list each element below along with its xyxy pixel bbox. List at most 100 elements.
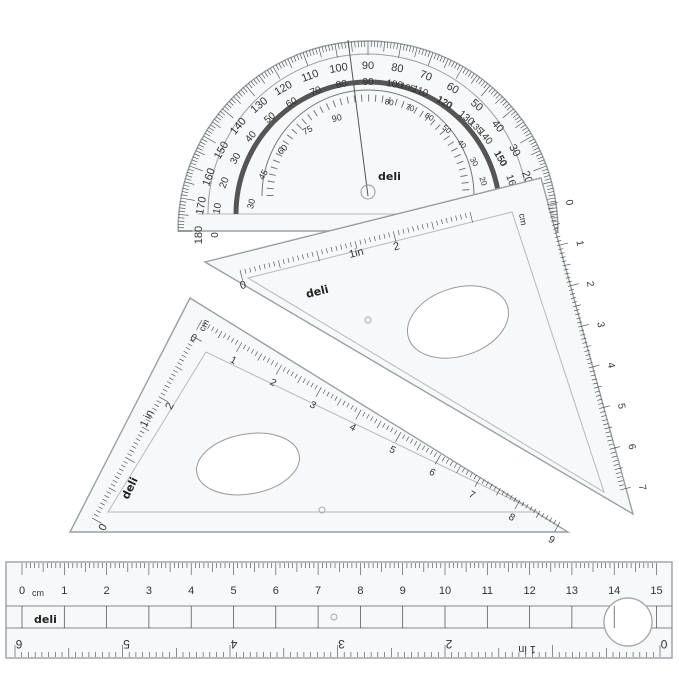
triangle-45-cm-tick [505, 492, 509, 498]
protractor-tick [493, 91, 498, 97]
triangle-45-ticks [91, 319, 561, 532]
triangle-30-60-cm-tick [577, 321, 583, 324]
protractor-tick [312, 49, 315, 56]
triangle-45-cm-tick [215, 328, 219, 334]
triangle-45-inch-tick [168, 377, 174, 381]
triangle-30-60-inch-tick [311, 251, 314, 257]
protractor-tick [212, 121, 221, 129]
triangle-45-inch-tick [179, 358, 185, 362]
triangle-45-cm-tick [282, 366, 286, 372]
protractor-tick [488, 87, 493, 93]
protractor-tick [427, 52, 434, 66]
triangle-30-60-cm-tick [591, 378, 597, 381]
triangle-45-cm-label: 4 [347, 422, 357, 435]
protractor-tick [267, 69, 271, 76]
triangle-45-cm-tick [426, 447, 429, 453]
protractor-tick [547, 191, 554, 193]
triangle-45-inch-tick [91, 517, 102, 524]
protractor-tick [380, 41, 382, 48]
protractor-tick [439, 55, 443, 62]
protractor-arc-label: 80 [384, 97, 395, 108]
ruler-brand: deli [34, 613, 57, 626]
protractor-outer-label-reverse: 60 [284, 95, 300, 110]
protractor-outer-label-reverse: 90 [362, 77, 374, 88]
triangle-45-cm-tick [355, 409, 362, 420]
triangle-30-60-cm-tick [554, 232, 560, 234]
triangle-45-cm-tick [370, 416, 374, 422]
protractor-tick [406, 45, 408, 52]
triangle-45-cm-tick [310, 382, 314, 388]
triangle-30-60-cm-tick [588, 364, 600, 369]
triangle-45-cm-tick [386, 425, 390, 430]
protractor-tick [533, 165, 547, 172]
triangle-30-60-cm-tick [602, 419, 608, 422]
triangle-45-inch-tick [175, 366, 183, 371]
triangle-45-cm-tick [227, 335, 231, 341]
triangle-45-inch-tick [131, 445, 137, 449]
protractor-outer-label: 30 [506, 142, 523, 159]
triangle-30-60-cm-tick [619, 487, 631, 491]
protractor-tick [182, 191, 189, 193]
triangle-30-60-cm-label: 6 [625, 443, 637, 451]
protractor-tick [390, 42, 392, 49]
protractor-tick [284, 60, 288, 66]
triangle-45-cm-label: 0 [188, 332, 198, 345]
protractor-tick [188, 168, 195, 172]
triangle-45-inch-tick [156, 400, 162, 404]
triangle-45-inch-tick [93, 513, 99, 517]
protractor-tick [539, 162, 546, 166]
protractor-tick [258, 75, 266, 84]
triangle-30-60-inch-tick [359, 239, 362, 245]
triangle-45-cm-tick [382, 423, 386, 428]
triangle-45-cm-tick [473, 474, 477, 480]
triangle-45-inch-tick [127, 453, 132, 457]
triangle-45-inch-tick [162, 388, 168, 392]
protractor-tick [427, 51, 431, 58]
protractor-tick [269, 67, 274, 74]
triangle-45-cm-label: 2 [268, 377, 278, 390]
ruler-cm-label: 4 [188, 585, 194, 597]
protractor-tick [195, 150, 206, 156]
triangle-45-cm-tick [203, 322, 207, 327]
triangle-45-inch-tick [158, 396, 169, 403]
protractor-tick [402, 44, 405, 51]
triangle-45-inch-tick [177, 362, 182, 366]
triangle-30-60-cm-tick [559, 252, 565, 255]
triangle-45-cm-tick [525, 503, 529, 509]
triangle-30-60-cm-label: 7 [636, 484, 648, 492]
triangle-30-60-cm-label: cm [517, 213, 529, 227]
protractor-tick [523, 130, 530, 134]
triangle-45-cm-tick [211, 326, 215, 332]
triangle-30-60-cm-tick [611, 455, 617, 458]
protractor-tick [516, 119, 522, 124]
triangle-45-cm-label: 5 [387, 444, 397, 457]
triangle-45-cm-tick [350, 405, 354, 410]
ruler-body [5, 561, 673, 659]
triangle-45-cm-tick [414, 441, 418, 446]
protractor-tick [538, 159, 545, 163]
triangle-30-60-cm-tick [570, 297, 576, 299]
protractor-tick [208, 127, 214, 132]
protractor-tick [214, 119, 220, 124]
protractor-tick [305, 51, 309, 58]
triangle-45-cm-tick [501, 490, 505, 496]
triangle-45-inch-tick [133, 441, 139, 445]
triangle-30-60-inch-tick [287, 257, 290, 263]
triangle-45-cm-tick [422, 445, 426, 451]
protractor-tick [198, 144, 205, 148]
triangle-45-cm-tick [374, 418, 378, 424]
triangle-30-60-inch-tick [402, 228, 405, 234]
triangle-30-60-inch-tick [335, 245, 338, 251]
triangle-30-60-cm-tick [610, 451, 616, 454]
protractor-tick [216, 116, 222, 121]
protractor-tick [189, 165, 203, 172]
protractor-tick [186, 175, 193, 178]
triangle-30-60-cm-tick [578, 324, 589, 328]
triangle-30-60-cutout [406, 285, 510, 359]
protractor-tick [512, 113, 518, 118]
protractor-tick [475, 77, 480, 83]
triangle-45-inner [107, 351, 539, 513]
protractor-tick [287, 58, 293, 69]
triangle-45-cm-tick [334, 396, 338, 401]
protractor-tick [206, 130, 213, 134]
